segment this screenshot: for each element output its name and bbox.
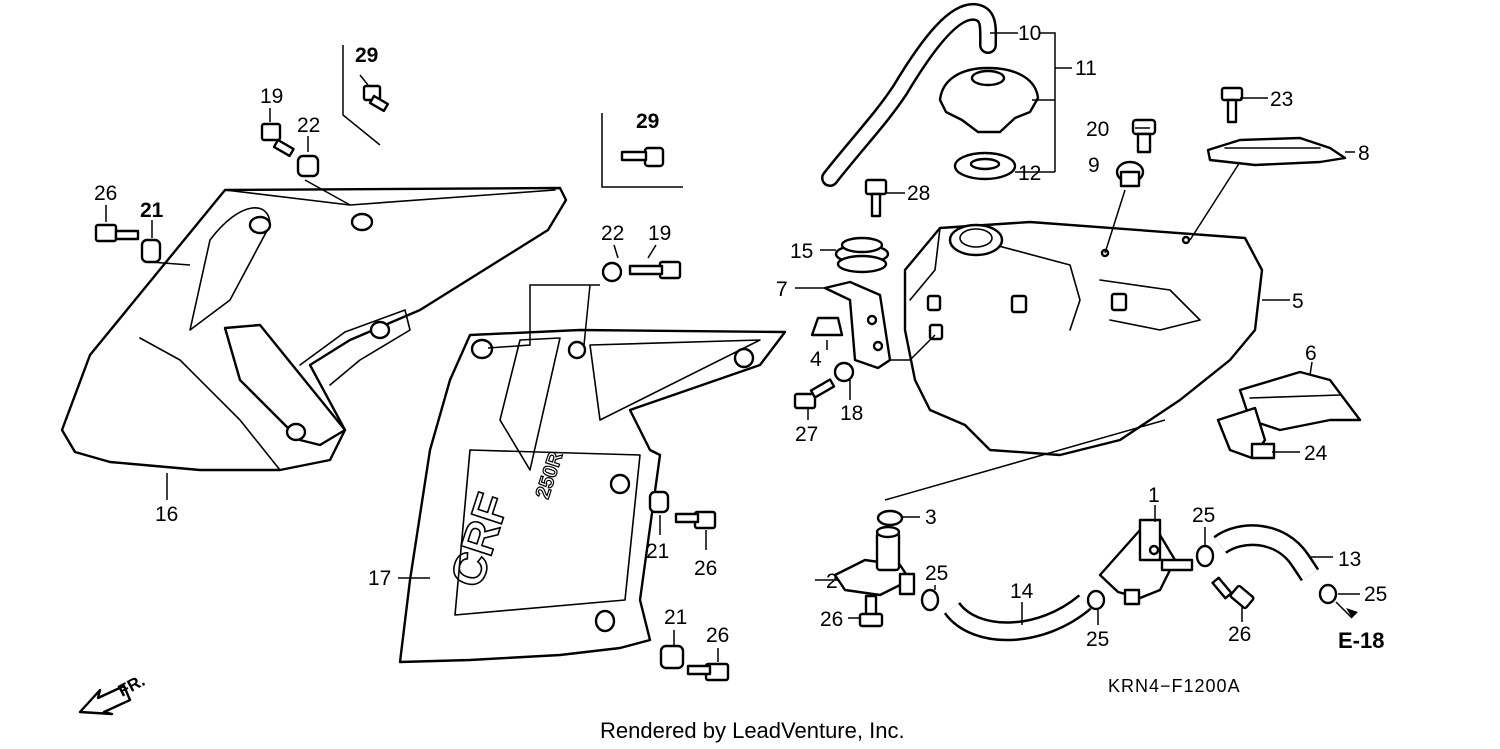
callout-13: 13: [1338, 548, 1361, 571]
callout-11: 11: [1075, 57, 1097, 80]
callout-15: 15: [790, 240, 813, 263]
part-5-fuel-tank[interactable]: [903, 220, 1264, 457]
callout-16: 16: [155, 503, 178, 526]
part-29-bolt-top[interactable]: [362, 84, 390, 113]
callout-26c: 26: [694, 557, 717, 580]
callout-labels: 10 11 12 23 8 20 9 28 15 7 5 4 6 18 27 2…: [94, 22, 1387, 651]
callout-28: 28: [907, 182, 930, 205]
part-24-band[interactable]: [1216, 406, 1276, 460]
part-28-bolt[interactable]: [864, 178, 888, 218]
callout-18: 18: [840, 402, 863, 425]
callout-5: 5: [1292, 290, 1304, 313]
callout-26a: 26: [820, 608, 843, 631]
part-15-rubber-mount[interactable]: [834, 236, 890, 274]
callout-17: 17: [368, 567, 391, 590]
diagram-code: KRN4−F1200A: [1108, 676, 1241, 696]
callout-29a: 29: [355, 44, 378, 67]
callout-9: 9: [1088, 154, 1100, 177]
callout-21b: 21: [664, 606, 687, 629]
callout-21c: 21: [140, 199, 164, 222]
part-26-bolt-valve[interactable]: [858, 594, 884, 628]
part-12-cap-gasket[interactable]: [953, 151, 1017, 181]
callout-21a: 21: [646, 540, 669, 563]
callout-2: 2: [826, 570, 838, 593]
callout-25d: 25: [1086, 628, 1109, 651]
callout-25a: 25: [1192, 504, 1215, 527]
callout-25b: 25: [925, 562, 948, 585]
part-13-hose[interactable]: [1213, 524, 1320, 582]
callout-3: 3: [925, 506, 937, 529]
callout-12: 12: [1018, 162, 1041, 185]
callout-26d: 26: [706, 624, 729, 647]
callout-23: 23: [1270, 88, 1293, 111]
part-26-bolt-valve-right[interactable]: [1211, 576, 1255, 610]
part-14-fuel-hose[interactable]: [943, 594, 1092, 642]
part-4-collar[interactable]: [810, 316, 844, 337]
part-26-bolt-left[interactable]: [94, 223, 140, 243]
callout-8: 8: [1358, 142, 1370, 165]
part-21-collar-left[interactable]: [140, 238, 162, 264]
part-23-bolt[interactable]: [1220, 86, 1244, 124]
part-7-front-bracket[interactable]: [823, 280, 892, 370]
part-19-bolt-top[interactable]: [260, 122, 295, 158]
part-9-grommet[interactable]: [1115, 160, 1145, 188]
callout-4: 4: [810, 348, 822, 371]
callout-24: 24: [1304, 442, 1328, 465]
reference-label: E-18: [1338, 628, 1384, 653]
callout-27: 27: [795, 423, 818, 446]
part-16-side-cover[interactable]: [60, 186, 568, 472]
callout-10: 10: [1018, 22, 1041, 45]
front-direction-arrow: FR.: [78, 671, 148, 716]
part-6-heat-guard[interactable]: [1238, 370, 1362, 432]
part-8-tank-bracket[interactable]: [1206, 136, 1347, 167]
part-22-collar-mid[interactable]: [601, 261, 623, 283]
credit-text: Rendered by LeadVenture, Inc.: [600, 718, 905, 743]
part-22-collar-top[interactable]: [296, 154, 320, 178]
part-26-bolt-lower[interactable]: [686, 662, 730, 682]
callout-26b: 26: [1228, 623, 1251, 646]
part-27-bolt[interactable]: [793, 378, 836, 410]
part-25-clips[interactable]: [920, 544, 1338, 612]
callout-25c: 25: [1364, 583, 1387, 606]
part-19-bolt-mid[interactable]: [628, 260, 682, 280]
reference-e18[interactable]: E-18: [1335, 601, 1384, 653]
part-21-collar-shroud[interactable]: [648, 490, 670, 514]
part-11-fuel-cap[interactable]: [938, 66, 1040, 134]
callout-7: 7: [776, 278, 788, 301]
callout-19b: 19: [260, 85, 283, 108]
part-18-washer[interactable]: [833, 361, 855, 383]
part-26-bolt-shroud[interactable]: [674, 510, 717, 530]
part-20-collar[interactable]: [1131, 118, 1157, 154]
part-1-fuel-valve[interactable]: [1098, 518, 1194, 606]
callout-22b: 22: [297, 114, 320, 137]
callout-19a: 19: [648, 222, 671, 245]
callout-20: 20: [1086, 118, 1109, 141]
part-3-o-ring[interactable]: [876, 509, 904, 527]
callout-29b: 29: [636, 110, 659, 133]
part-21-collar-lower[interactable]: [659, 644, 685, 670]
callout-22a: 22: [601, 222, 624, 245]
callout-1: 1: [1148, 484, 1160, 507]
part-2-valve-base[interactable]: [833, 525, 916, 597]
callout-14: 14: [1010, 580, 1034, 603]
leader-lines: [105, 32, 1360, 662]
part-17-radiator-shroud[interactable]: CRF 250R: [398, 328, 787, 664]
callout-6: 6: [1305, 342, 1317, 365]
callout-26e: 26: [94, 182, 117, 205]
part-10-breather-tube[interactable]: [821, 3, 998, 187]
part-29-bolt-mid[interactable]: [620, 146, 665, 168]
